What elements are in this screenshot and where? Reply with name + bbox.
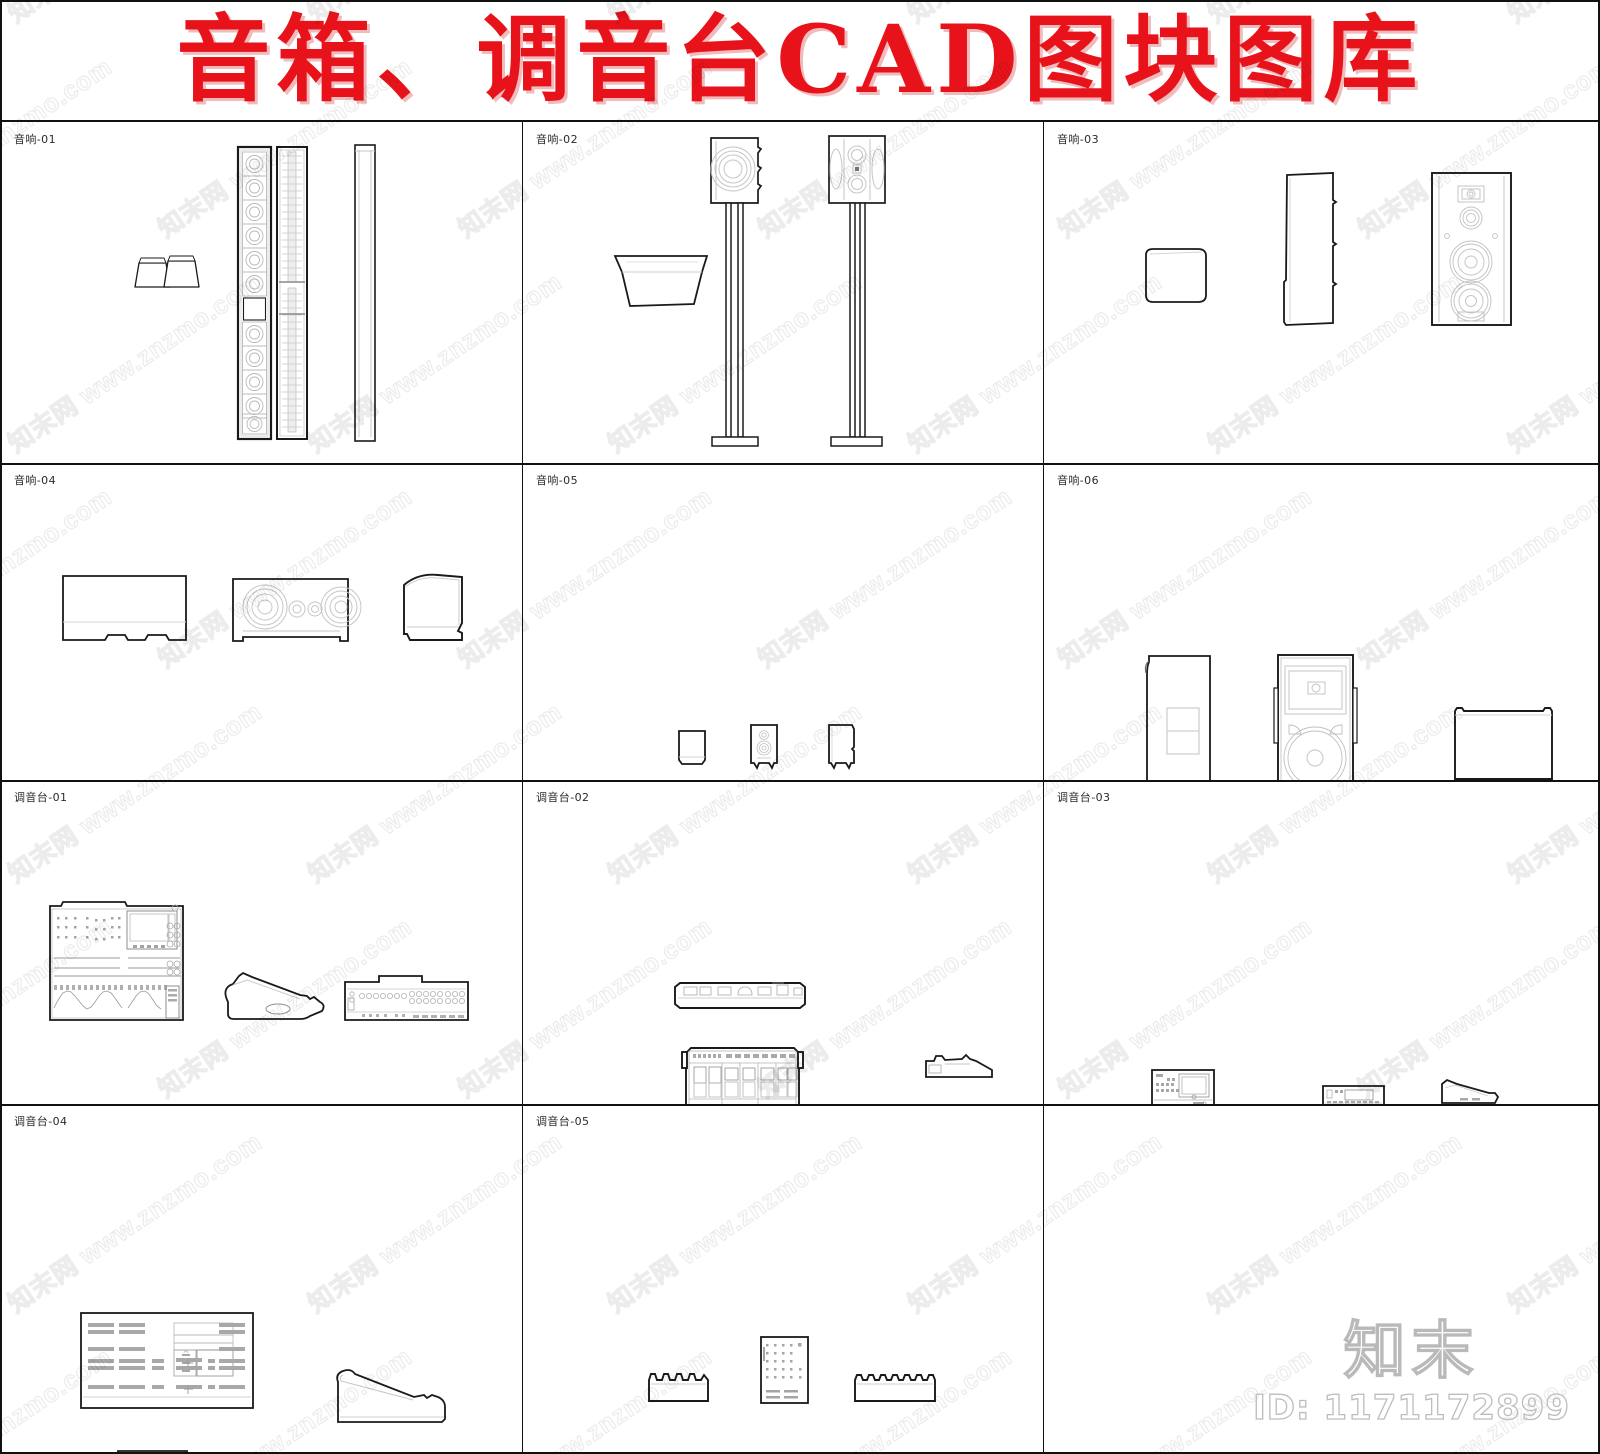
cell-speaker-02[interactable]: 音响-02 [522,122,1043,463]
cell-label: 调音台-02 [536,791,590,804]
brand-badge: 知末 ID: 1171172899 [1252,1314,1570,1429]
grid-hline-2 [0,780,1600,782]
cell-label: 调音台-03 [1057,791,1111,804]
cell-speaker-01[interactable]: 音响-01 [0,122,522,463]
grid-vline-2 [1043,122,1044,1454]
drawing-speaker-04 [62,573,463,642]
resource-id: ID: 1171172899 [1252,1387,1570,1428]
cell-label: 调音台-01 [14,791,68,804]
cell-label: 音响-06 [1057,474,1099,487]
drawing-mixer-04 [80,1312,446,1454]
cell-label: 音响-02 [536,133,578,146]
cell-label: 音响-01 [14,133,56,146]
drawing-mixer-01 [49,901,469,1021]
grid-vline-1 [522,122,523,1454]
cell-speaker-03[interactable]: 音响-03 [1043,122,1600,463]
drawing-speaker-02 [613,135,886,447]
sheet-title: 音箱、调音台CAD图块图库 [176,5,1424,115]
drawing-mixer-03 [1151,1069,1500,1104]
grid-hline-1 [0,463,1600,465]
cell-speaker-06[interactable]: 音响-06 [1043,463,1600,780]
cell-label: 音响-05 [536,474,578,487]
drawing-speaker-05 [678,724,855,771]
drawing-speaker-06 [1144,654,1553,780]
cell-mixer-05[interactable]: 调音台-05 [522,1104,1043,1454]
grid-hline-3 [0,1104,1600,1106]
cell-mixer-03[interactable]: 调音台-03 [1043,780,1600,1104]
drawing-mixer-05 [648,1336,936,1404]
title-band: 音箱、调音台CAD图块图库 [0,0,1600,122]
cell-mixer-02[interactable]: 调音台-02 [522,780,1043,1104]
cell-mixer-01[interactable]: 调音台-01 [0,780,522,1104]
drawing-speaker-01 [134,144,376,442]
zhimo-logo: 知末 [1343,1314,1480,1387]
drawing-grid: 音响-01 [0,122,1600,1454]
cell-speaker-04[interactable]: 音响-04 [0,463,522,780]
cell-speaker-05[interactable]: 音响-05 [522,463,1043,780]
cell-label: 音响-04 [14,474,56,487]
cell-mixer-04[interactable]: 调音台-04 [0,1104,522,1454]
cell-label: 调音台-04 [14,1115,68,1128]
cell-label: 调音台-05 [536,1115,590,1128]
drawing-mixer-02 [674,982,993,1104]
cell-label: 音响-03 [1057,133,1099,146]
drawing-speaker-03 [1145,172,1512,326]
